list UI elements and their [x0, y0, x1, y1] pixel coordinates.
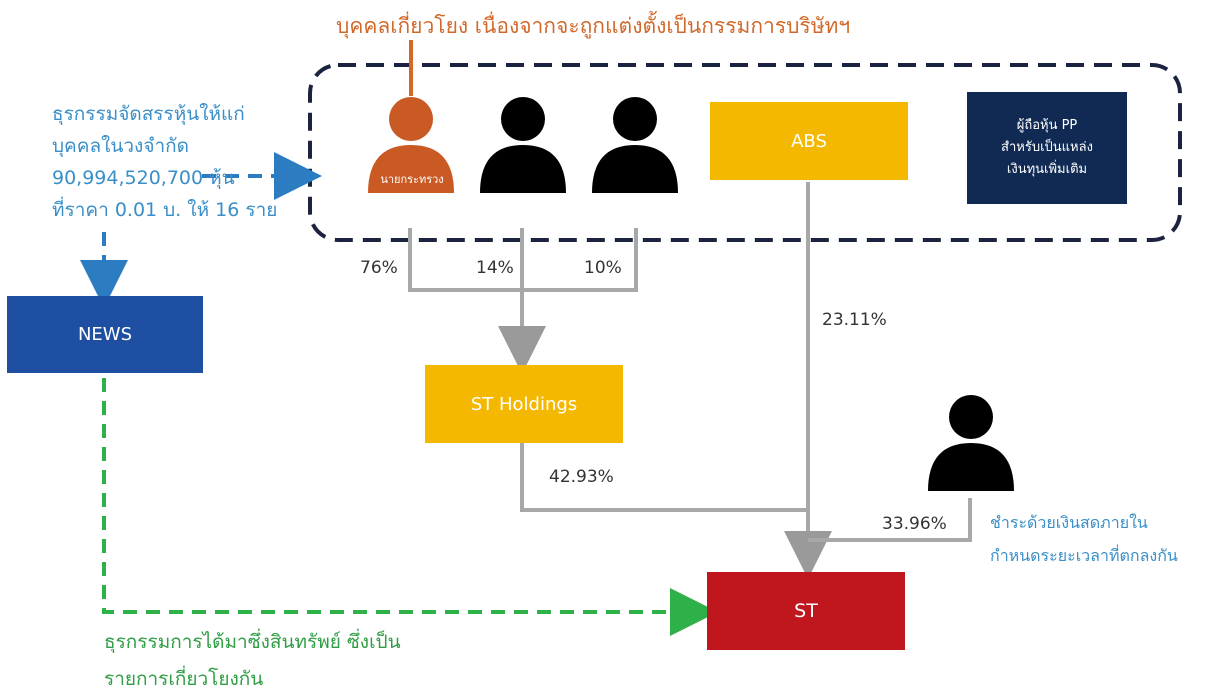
abs-label: ABS [791, 130, 827, 152]
pp-holders-label: ผู้ถือหุ้น PP สำหรับเป็นแหล่ง เงินทุนเพิ… [1001, 118, 1093, 177]
st-box: ST [707, 572, 905, 650]
pct-76: 76% [360, 258, 398, 278]
st-holdings-box: ST Holdings [425, 365, 623, 443]
minister-label: นายกระทรวง [380, 173, 444, 186]
shareholder-person-icon [592, 97, 678, 193]
pp-holders-box: ผู้ถือหุ้น PP สำหรับเป็นแหล่ง เงินทุนเพิ… [967, 92, 1127, 204]
sth-to-st-line [520, 443, 808, 512]
asset-acquisition-arrow [102, 378, 718, 636]
pct-23-11: 23.11% [822, 310, 887, 330]
pct-10: 10% [584, 258, 622, 278]
individual-to-st-line [808, 498, 972, 542]
asset-acquisition-note: ธุรกรรมการได้มาซึ่งสินทรัพย์ ซึ่งเป็น รา… [104, 631, 401, 690]
st-holdings-label: ST Holdings [470, 393, 578, 415]
pct-33-96: 33.96% [882, 514, 947, 534]
cash-payment-note: ชำระด้วยเงินสดภายใน กำหนดระยะเวลาที่ตกลง… [990, 513, 1178, 565]
abs-box: ABS [710, 102, 908, 180]
st-label: ST [794, 600, 818, 622]
individual-investor-icon [928, 395, 1014, 491]
minister-person-icon [368, 97, 454, 193]
pct-14: 14% [476, 258, 514, 278]
owner-line-76 [408, 228, 522, 292]
pct-42-93: 42.93% [549, 467, 614, 487]
shareholder-person-icon [480, 97, 566, 193]
related-person-title: บุคคลเกี่ยวโยง เนื่องจากจะถูกแต่งตั้งเป็… [336, 14, 851, 38]
owner-line-10 [522, 228, 638, 292]
news-box: NEWS [7, 296, 203, 373]
allotment-note: ธุรกรรมจัดสรรหุ้นให้แก่ บุคคลในวงจำกัด 9… [52, 103, 278, 221]
news-label: NEWS [77, 324, 133, 345]
